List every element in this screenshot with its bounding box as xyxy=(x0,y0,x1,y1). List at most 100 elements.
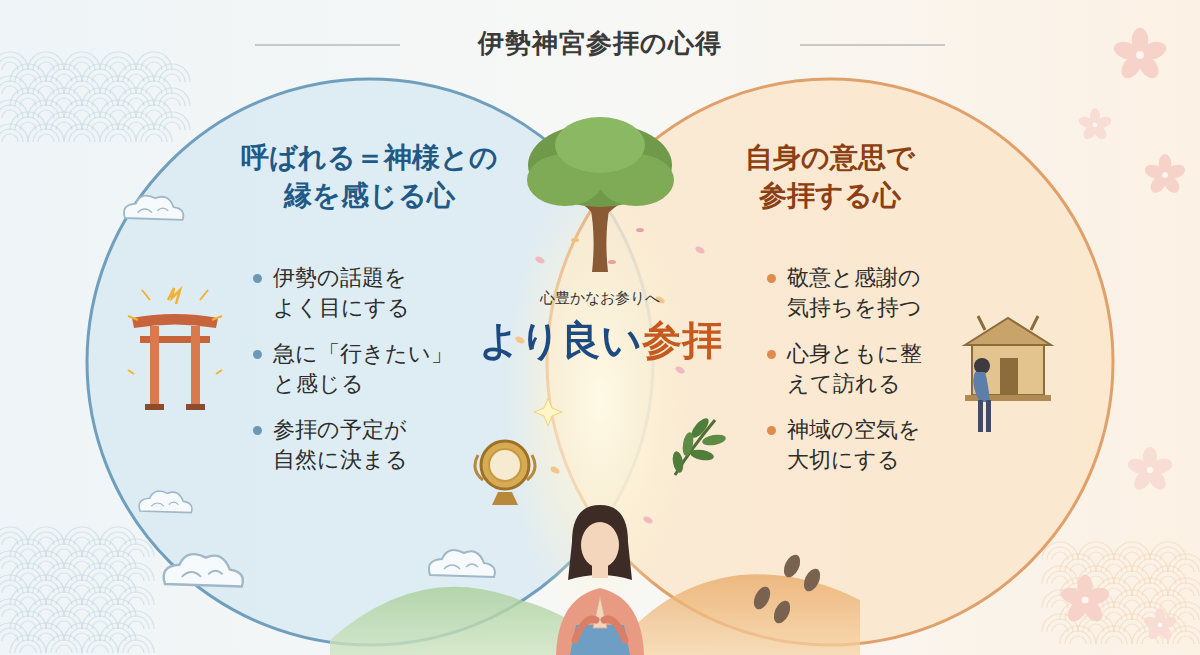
wave-arc xyxy=(87,640,113,653)
wave-arc xyxy=(118,539,154,557)
illustration-part xyxy=(570,625,630,655)
wave-arc xyxy=(1060,626,1096,644)
sakaki-branch xyxy=(671,416,727,475)
wave-arc xyxy=(123,544,149,557)
wave-arc xyxy=(51,592,77,605)
illustration-part xyxy=(978,400,983,432)
wave-arc xyxy=(1132,554,1168,572)
wave-arc xyxy=(0,551,28,569)
illustration-part xyxy=(675,420,715,475)
wave-arc xyxy=(92,645,108,653)
wave-arc xyxy=(15,568,41,581)
wave-arc xyxy=(1047,571,1073,584)
wave-arc xyxy=(123,69,149,82)
wave-arc xyxy=(28,76,64,94)
wave-arc xyxy=(87,69,113,82)
wave-arc xyxy=(33,81,59,94)
wave-arc xyxy=(0,623,28,641)
wave-arc xyxy=(56,645,72,653)
wave-arc xyxy=(123,117,149,130)
wave-arc xyxy=(141,81,167,94)
wave-arc xyxy=(123,616,149,629)
sakura-petal xyxy=(1126,456,1151,476)
diagram-title: 伊勢神宮参拝の心得 xyxy=(0,26,1200,61)
wave-arc xyxy=(1070,636,1086,644)
shrine xyxy=(965,316,1051,401)
wave-arc xyxy=(0,124,28,142)
illustration-part xyxy=(150,326,159,410)
illustration-part xyxy=(555,117,645,173)
wave-arc xyxy=(123,592,149,605)
wave-arc xyxy=(51,544,77,557)
wave-arc xyxy=(0,580,23,593)
illustration-part xyxy=(571,238,579,242)
illustration-part xyxy=(138,208,169,213)
illustration-part xyxy=(986,400,991,432)
wave-arc xyxy=(69,81,95,94)
wave-arc xyxy=(105,604,131,617)
wave-arc xyxy=(10,611,46,629)
wave-arc xyxy=(69,105,95,118)
wave-arc xyxy=(159,117,185,130)
wave-arc xyxy=(123,640,149,653)
wave-arc xyxy=(33,129,59,142)
wave-arc xyxy=(1047,547,1073,560)
illustration-part xyxy=(581,522,619,568)
sakura-center xyxy=(1147,467,1154,474)
wave-arc xyxy=(1119,619,1145,632)
wave-arc xyxy=(69,580,95,593)
illustration-part xyxy=(592,566,608,578)
wave-arc xyxy=(100,623,136,641)
sakura-center xyxy=(1081,596,1088,603)
wave-arc xyxy=(46,112,82,130)
wave-arc xyxy=(1101,559,1127,572)
wave-arc xyxy=(136,52,172,70)
wave-arc xyxy=(146,134,162,142)
wave-arc xyxy=(1137,583,1163,596)
wave-arc xyxy=(110,134,126,142)
wave-arc xyxy=(46,88,82,106)
center-heading: より良い参拝 xyxy=(479,314,722,367)
wave-arc xyxy=(159,69,185,82)
wave-arc xyxy=(1042,566,1078,584)
cloud xyxy=(164,554,243,586)
sakura-center xyxy=(1093,123,1098,128)
circle-heading: 自身の意思で参拝する心 xyxy=(740,139,919,215)
sakura-flower xyxy=(1142,608,1177,641)
sacred-tree xyxy=(527,117,674,272)
wave-arc xyxy=(1042,542,1078,560)
petal xyxy=(642,515,654,525)
wave-arc xyxy=(51,117,77,130)
wave-arc xyxy=(10,112,46,130)
sakura-center xyxy=(1162,172,1168,178)
wave-arc xyxy=(10,64,46,82)
sakura-petal xyxy=(1059,585,1087,607)
wave-arc xyxy=(100,599,136,617)
wave-arc xyxy=(136,76,172,94)
circle-heading: 心豊かなお参りへ xyxy=(430,288,770,309)
sakura-flower xyxy=(1126,447,1174,493)
illustration-part xyxy=(168,288,180,304)
wave-arc xyxy=(87,616,113,629)
wave-arc xyxy=(0,532,23,545)
illustration-part xyxy=(965,318,1051,345)
illustration-part xyxy=(128,370,222,374)
wave-arc xyxy=(82,112,118,130)
wave-arc xyxy=(28,527,64,545)
wave-arc xyxy=(28,52,64,70)
wave-arc xyxy=(0,100,28,118)
wave-arc xyxy=(0,52,28,70)
illustration-part xyxy=(972,345,1044,395)
sakura-flower xyxy=(1143,154,1187,196)
cloud xyxy=(429,550,495,577)
illustration-part xyxy=(801,566,824,594)
wave-arc xyxy=(10,539,46,557)
bullet-item: 心身ともに整えて訪れる xyxy=(767,339,930,398)
wave-arc xyxy=(64,551,100,569)
wave-arc xyxy=(1119,595,1145,608)
title-rule xyxy=(255,44,400,46)
torii-gate xyxy=(128,288,222,410)
wave-arc xyxy=(100,100,136,118)
wave-arc xyxy=(46,539,82,557)
